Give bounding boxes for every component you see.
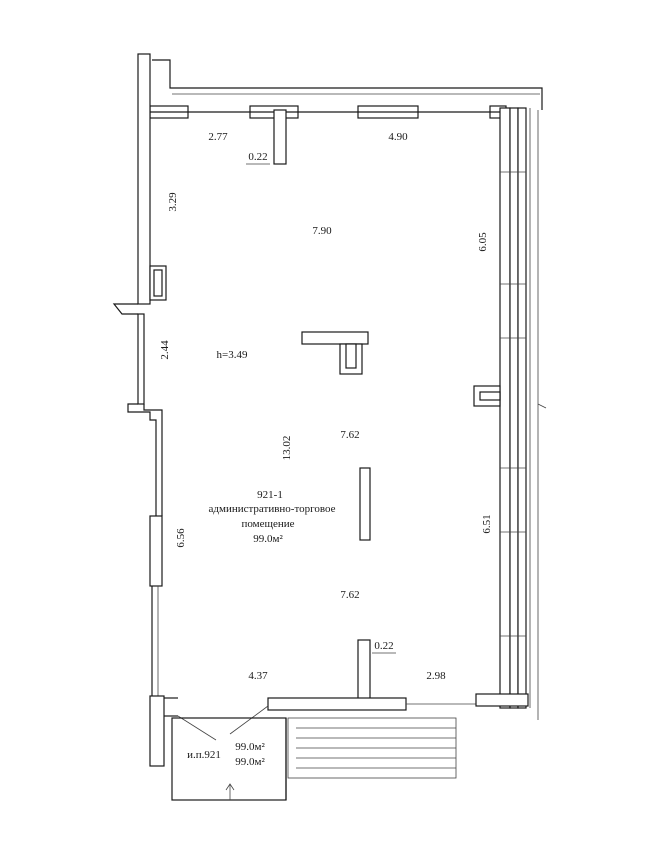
- dim-top-right-width: 4.90: [388, 131, 408, 143]
- room-area: 99.0м²: [253, 533, 283, 545]
- summary-area-2: 99.0м²: [235, 756, 265, 768]
- dim-bottom-right-width: 2.98: [426, 670, 446, 682]
- dim-right-upper: 6.05: [477, 232, 489, 252]
- dim-bottom-left-width: 4.37: [248, 670, 268, 682]
- central-pillar: [301, 331, 369, 375]
- dim-upper-room-width: 7.90: [312, 225, 332, 237]
- room-height: h=3.49: [217, 349, 248, 361]
- dim-top-left-width: 2.77: [208, 131, 228, 143]
- dim-column-bottom: 0.22: [374, 640, 393, 652]
- bottom-wall: [164, 639, 529, 741]
- dim-column-top: 0.22: [248, 151, 267, 163]
- dim-right-lower: 6.51: [481, 514, 493, 533]
- dim-left-upper: 3.29: [167, 192, 179, 212]
- room-number: 921-1: [257, 489, 283, 501]
- summary-label: и.п.921: [187, 749, 221, 761]
- left-wall: [112, 53, 167, 767]
- column-top: [273, 109, 287, 165]
- summary-area-1: 99.0м²: [235, 741, 265, 753]
- right-wall: [473, 107, 547, 720]
- interior-partition: [359, 467, 371, 541]
- dim-lower-width: 7.62: [340, 589, 359, 601]
- dim-left-middle: 2.44: [159, 340, 171, 360]
- room-purpose-line2: помещение: [241, 518, 294, 530]
- dim-total-length: 13.02: [281, 436, 293, 461]
- dim-middle-width: 7.62: [340, 429, 359, 441]
- entrance-vestibule: [171, 717, 457, 801]
- room-purpose-line1: административно-торговое: [209, 503, 336, 515]
- top-wall: [149, 59, 543, 119]
- dim-left-lower: 6.56: [175, 528, 187, 548]
